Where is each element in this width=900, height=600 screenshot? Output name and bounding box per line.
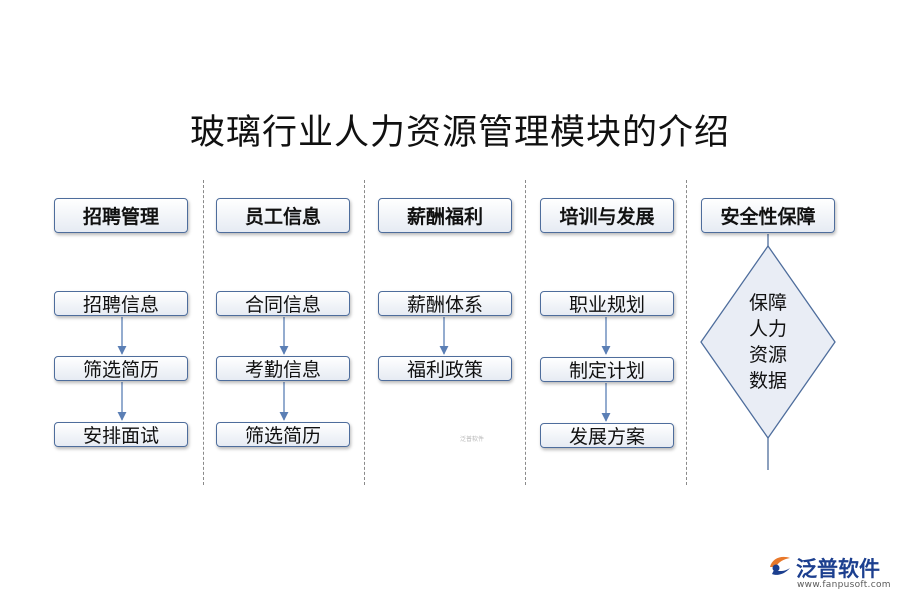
- diamond-line: 资源: [748, 344, 787, 366]
- header-training: 培训与发展: [540, 198, 674, 233]
- item-welfare-policy: 福利政策: [378, 356, 512, 381]
- item-contract-info: 合同信息: [216, 291, 350, 316]
- header-security: 安全性保障: [701, 198, 835, 233]
- page-title: 玻璃行业人力资源管理模块的介绍: [189, 113, 730, 153]
- column-divider: [364, 180, 365, 485]
- item-salary-system: 薪酬体系: [378, 291, 512, 316]
- item-plan-making: 制定计划: [540, 357, 674, 382]
- mini-watermark: 泛普软件: [460, 436, 485, 443]
- item-development-plan: 发展方案: [540, 423, 674, 448]
- column-divider: [686, 180, 687, 485]
- header-recruitment: 招聘管理: [54, 198, 188, 233]
- diamond-line: 保障: [748, 292, 787, 314]
- column-divider: [203, 180, 204, 485]
- header-compensation: 薪酬福利: [378, 198, 512, 233]
- brand-url: www.fanpusoft.com: [797, 580, 891, 590]
- brand-name: 泛普软件: [796, 557, 880, 581]
- item-recruitment-info: 招聘信息: [54, 291, 188, 316]
- data-diamond: [700, 244, 836, 440]
- item-resume-screening-2: 筛选简历: [216, 422, 350, 447]
- diamond-line: 人力: [748, 318, 787, 340]
- diamond-label: 保障 人力 资源 数据: [733, 290, 803, 394]
- item-attendance-info: 考勤信息: [216, 356, 350, 381]
- header-employee-info: 员工信息: [216, 198, 350, 233]
- diamond-line: 数据: [748, 370, 787, 392]
- item-interview-scheduling: 安排面试: [54, 422, 188, 447]
- fanpu-logo-icon: [770, 556, 790, 575]
- item-career-planning: 职业规划: [540, 291, 674, 316]
- item-resume-screening: 筛选简历: [54, 356, 188, 381]
- column-divider: [525, 180, 526, 485]
